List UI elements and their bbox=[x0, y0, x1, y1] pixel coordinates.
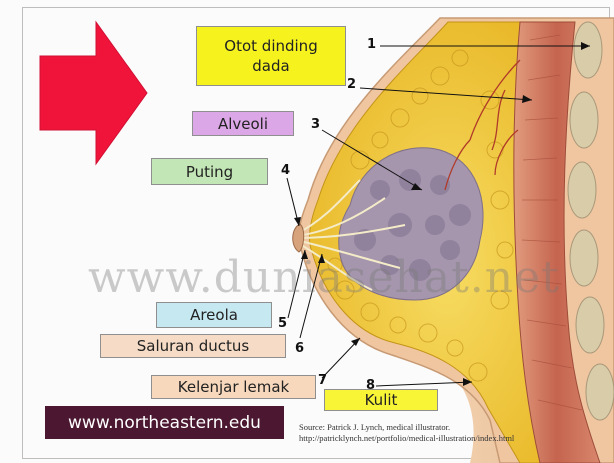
label-nipple: Puting bbox=[151, 158, 268, 185]
marker-number-1: 1 bbox=[367, 37, 376, 52]
source-url-banner: www.northeastern.edu bbox=[45, 406, 284, 439]
label-skin: Kulit bbox=[324, 389, 438, 411]
source-credit: Source: Patrick J. Lynch, medical illust… bbox=[299, 422, 611, 444]
label-alveoli: Alveoli bbox=[192, 111, 294, 136]
marker-number-7: 7 bbox=[318, 373, 327, 388]
marker-number-4: 4 bbox=[281, 163, 290, 178]
source-credit-line-1: Source: Patrick J. Lynch, medical illust… bbox=[299, 422, 611, 433]
nipple bbox=[293, 224, 304, 252]
label-duct: Saluran ductus bbox=[100, 334, 286, 358]
source-credit-line-2: http://patricklynch.net/portfolio/medica… bbox=[299, 433, 611, 444]
marker-number-3: 3 bbox=[311, 117, 320, 132]
label-fat-gland: Kelenjar lemak bbox=[151, 375, 316, 399]
red-arrow-icon bbox=[40, 22, 147, 164]
watermark-text: www.duniasehat.net bbox=[88, 252, 560, 303]
marker-number-5: 5 bbox=[278, 316, 287, 331]
marker-number-6: 6 bbox=[295, 341, 304, 356]
label-chest-wall-muscle: Otot dinding dada bbox=[196, 26, 346, 86]
label-areola: Areola bbox=[156, 302, 272, 328]
marker-number-8: 8 bbox=[366, 378, 375, 393]
marker-number-2: 2 bbox=[347, 77, 356, 92]
